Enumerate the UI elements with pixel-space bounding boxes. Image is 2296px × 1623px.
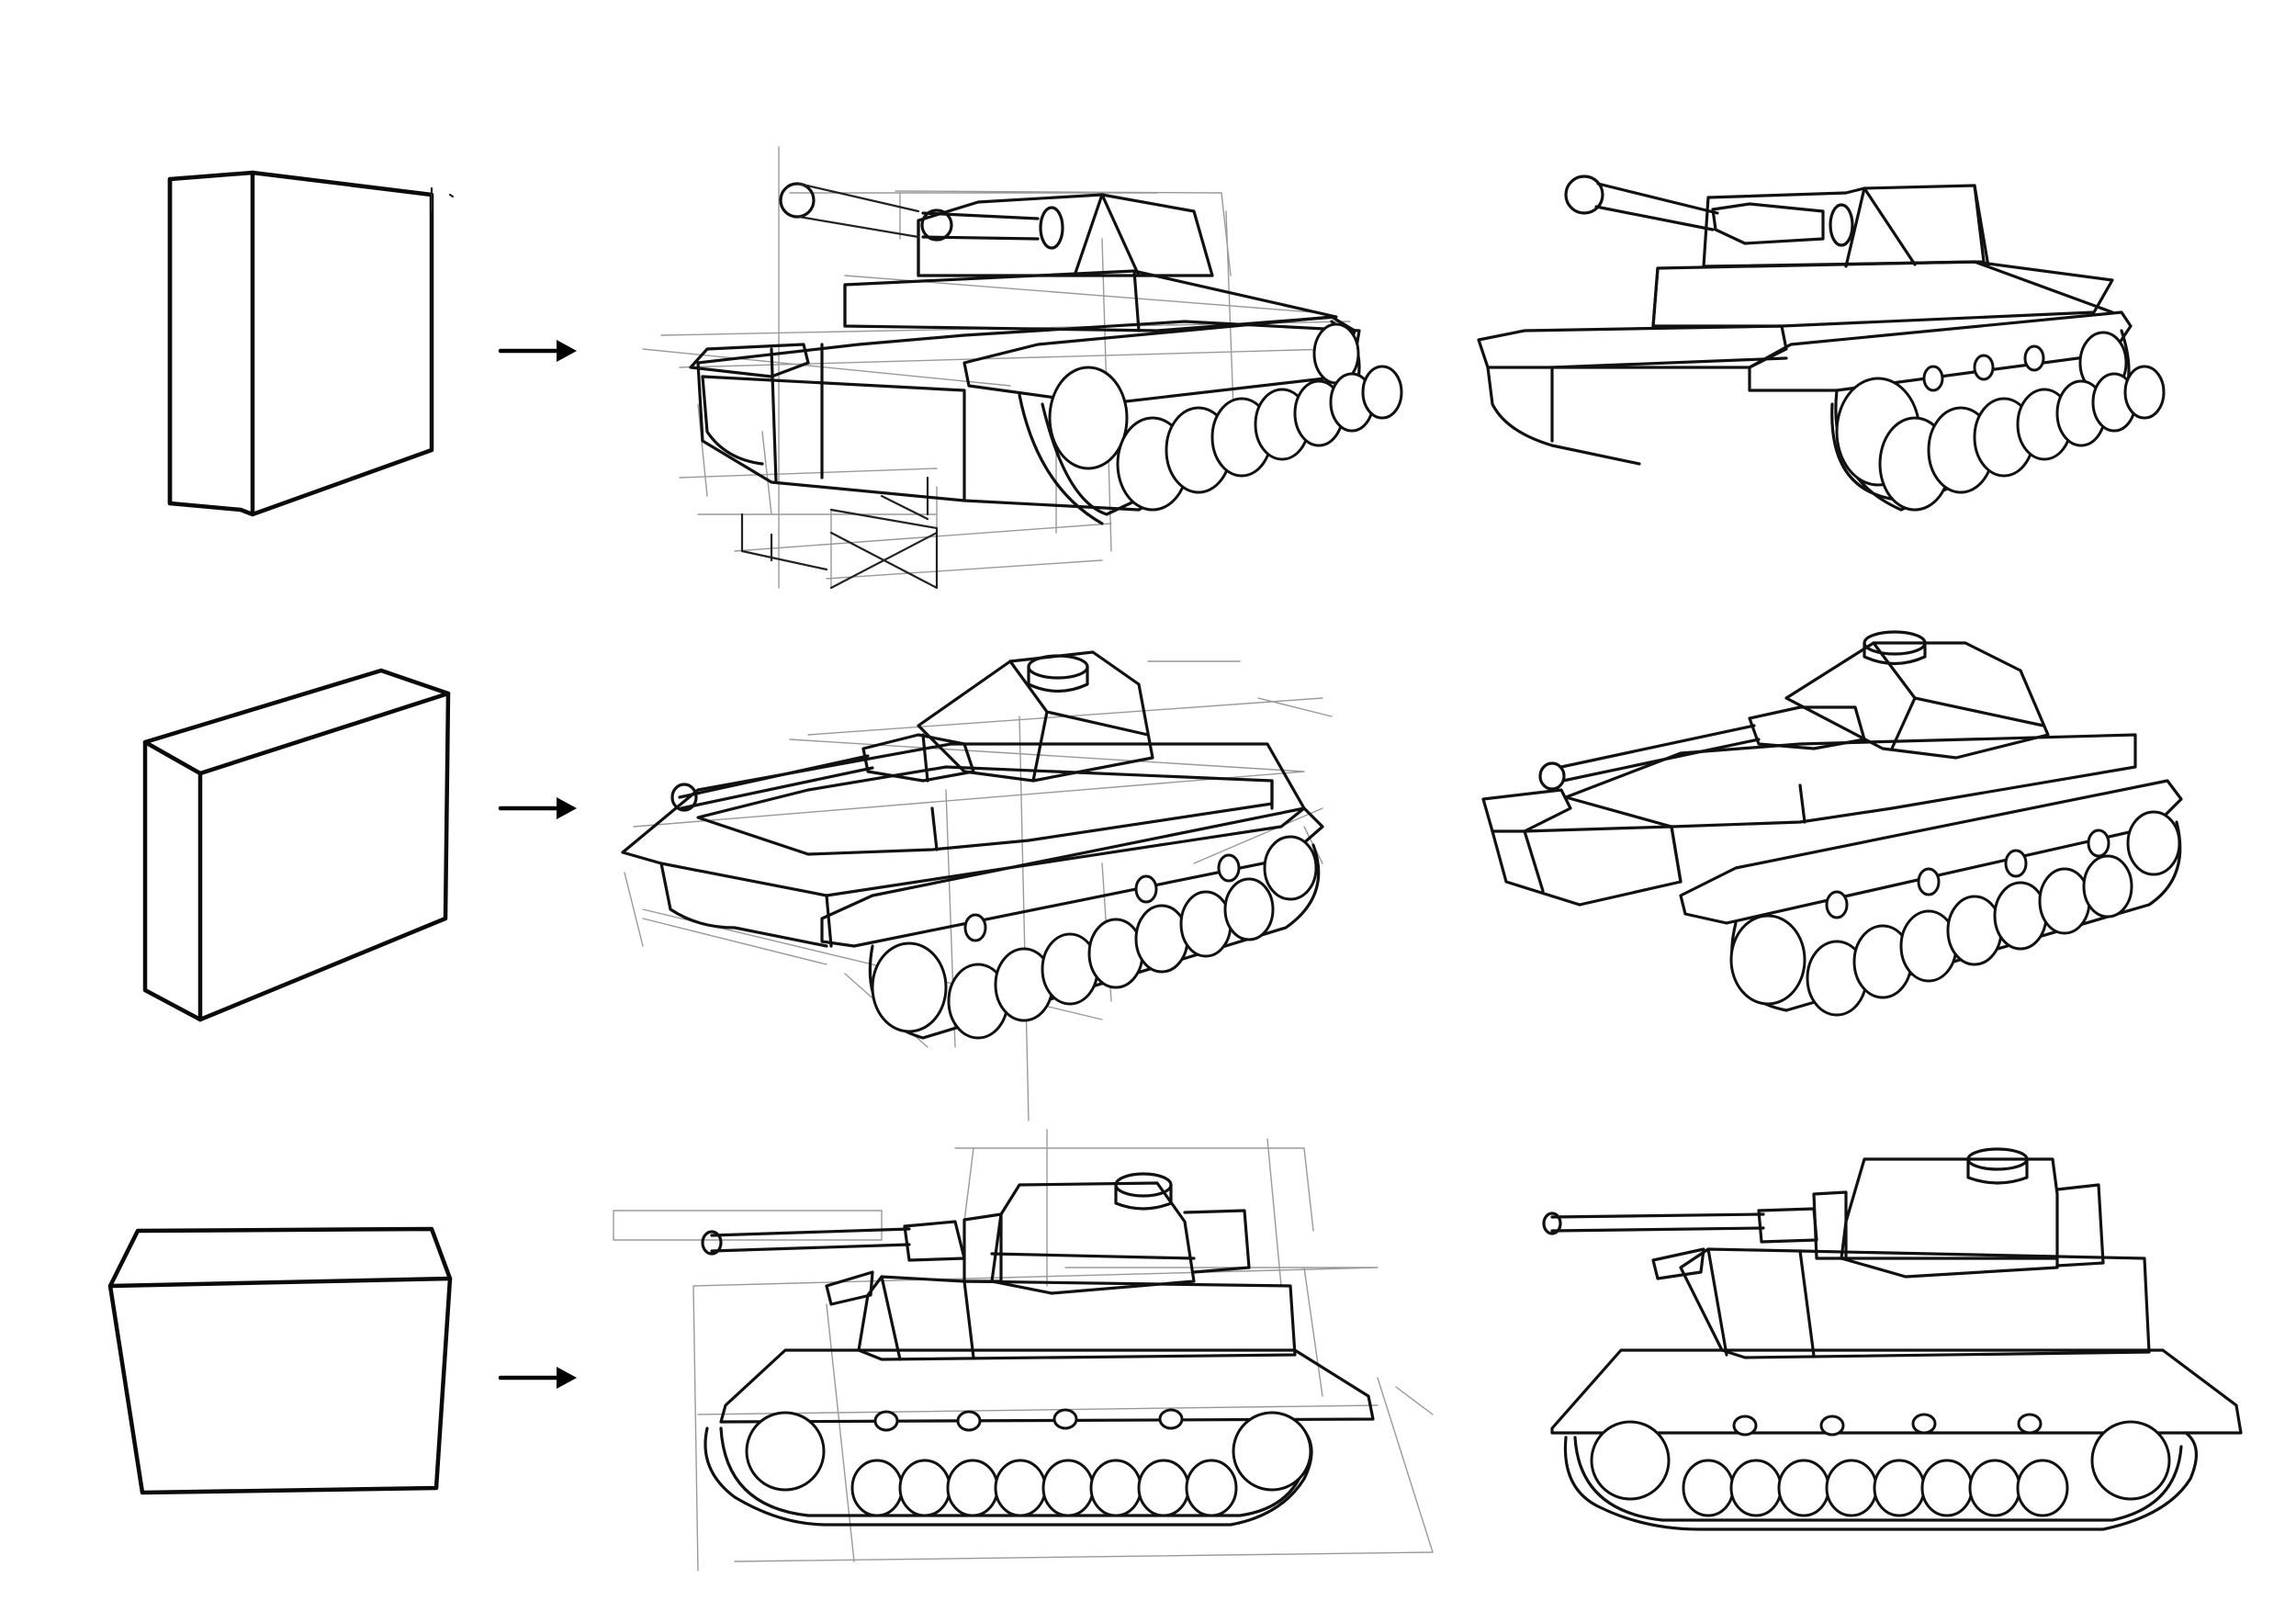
tank-clean-lineart (1481, 630, 2183, 1017)
tank-clean-lineart (1477, 175, 2166, 512)
tutorial-row-3 (107, 1129, 2243, 1572)
tutorial-row-1 (167, 146, 2166, 590)
tall-narrow-box (167, 170, 455, 517)
tank-clean-lineart (1542, 1147, 2243, 1531)
tank-construction-sketch (642, 146, 1403, 590)
front-facing-box (107, 1226, 453, 1495)
wide-box (142, 668, 451, 1022)
tank-construction-sketch (613, 1129, 1434, 1572)
tank-construction-sketch (621, 650, 1333, 1121)
arrow-right-icon (498, 340, 577, 362)
arrow-right-icon (498, 797, 577, 819)
arrow-right-icon (498, 1367, 577, 1389)
tutorial-row-2 (142, 630, 2183, 1121)
